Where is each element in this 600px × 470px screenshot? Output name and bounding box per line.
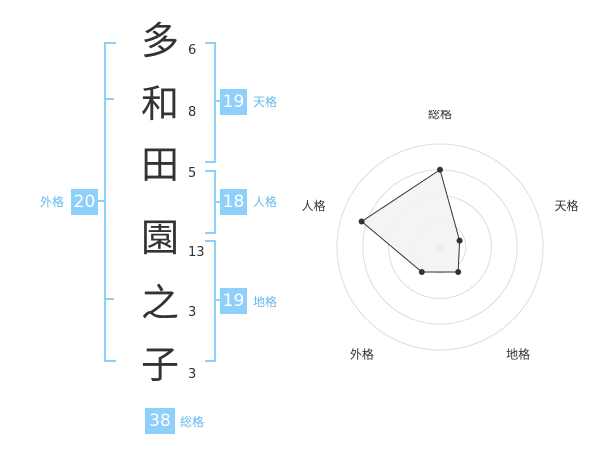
soukaku-value: 38 (145, 408, 175, 434)
gaikaku-value: 20 (71, 189, 98, 215)
jinkaku-label: 人格 (253, 195, 278, 209)
stroke-count-1: 6 (188, 43, 197, 58)
radar-ring-4 (336, 143, 544, 351)
gaikaku-bracket (104, 42, 116, 362)
radar-axis-label-3: 地格 (506, 347, 530, 362)
jinkaku-tick (214, 201, 220, 203)
tenkaku-tick (214, 100, 220, 102)
gaikaku-tick (98, 200, 104, 202)
gaikaku-inner-tick-1 (104, 98, 114, 100)
name-char-5: 之 (140, 281, 179, 325)
name-char-2: 和 (140, 82, 179, 126)
stroke-count-4: 13 (188, 245, 205, 260)
radar-point-3 (455, 268, 462, 275)
stroke-count-2: 8 (188, 105, 197, 120)
chikaku-bracket (205, 240, 216, 362)
radar-polygon (360, 168, 461, 273)
radar-axis-label-4: 外格 (350, 347, 374, 362)
name-char-1: 多 (140, 19, 179, 63)
stroke-count-3: 5 (188, 166, 197, 181)
radar-point-4 (418, 268, 425, 275)
name-char-4: 園 (140, 216, 179, 260)
soukaku-label: 総格 (180, 415, 205, 429)
tenkaku-label: 天格 (253, 95, 278, 109)
radar-axis-label-2: 天格 (554, 198, 578, 213)
jinkaku-value: 18 (220, 189, 247, 215)
chikaku-tick (214, 299, 220, 301)
chikaku-label: 地格 (253, 295, 278, 309)
radar-point-5 (358, 218, 365, 225)
tenkaku-bracket (205, 42, 216, 163)
radar-axis-label-5: 人格 (302, 198, 326, 213)
name-char-6: 子 (140, 343, 179, 387)
stroke-count-6: 3 (188, 367, 197, 382)
gaikaku-label: 外格 (40, 195, 65, 209)
stroke-count-5: 3 (188, 305, 197, 320)
name-char-3: 田 (140, 143, 179, 187)
chikaku-value: 19 (220, 288, 247, 314)
gaikaku-inner-tick-2 (104, 298, 114, 300)
radar-axis-label-1: 総格 (428, 110, 452, 121)
radar-point-2 (456, 237, 463, 244)
radar-point-1 (437, 166, 443, 173)
tenkaku-value: 19 (220, 89, 247, 115)
